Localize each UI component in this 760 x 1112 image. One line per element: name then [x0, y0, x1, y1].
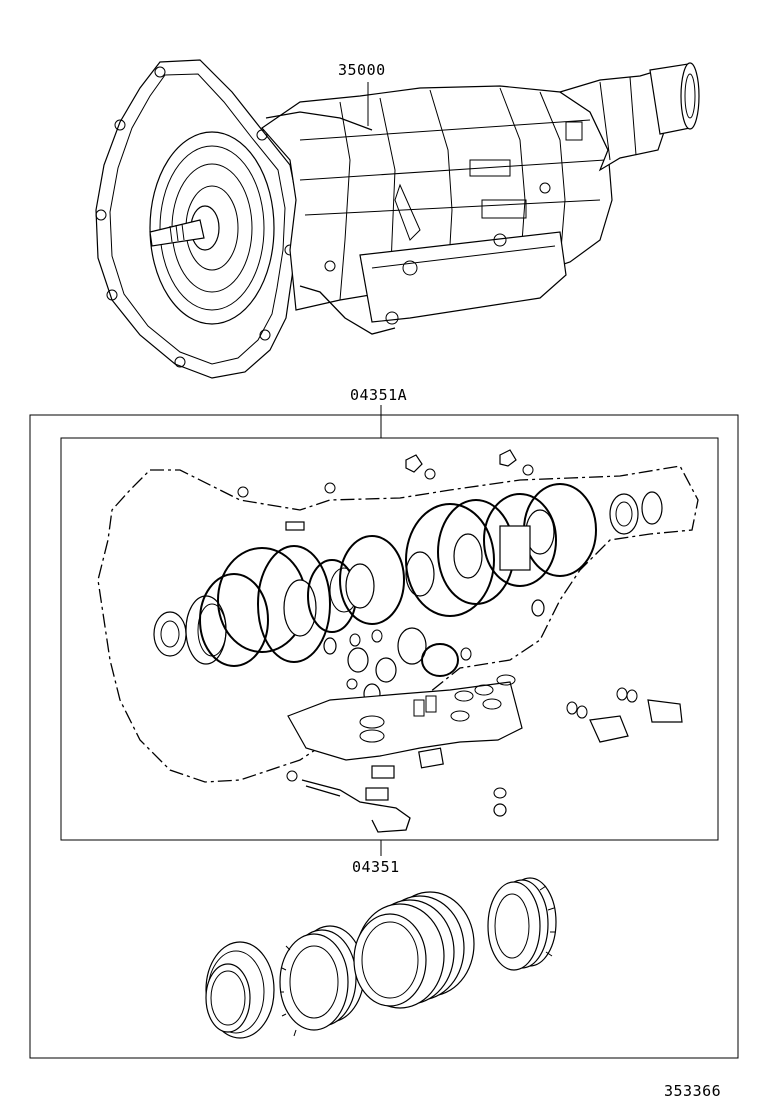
transmission-assembly-label: 35000	[338, 61, 386, 79]
clutch-plates-drawing	[205, 877, 557, 1039]
gasket-kit-drawing	[97, 449, 699, 833]
gasket-kit-inner-frame	[60, 437, 719, 841]
illustration-number: 353366	[664, 1082, 721, 1100]
gasket-kit-label: 04351	[352, 858, 400, 876]
overhaul-kit-label: 04351A	[350, 386, 407, 404]
overhaul-kit-outer-frame	[29, 414, 739, 1059]
transmission-assembly-drawing	[95, 59, 700, 379]
